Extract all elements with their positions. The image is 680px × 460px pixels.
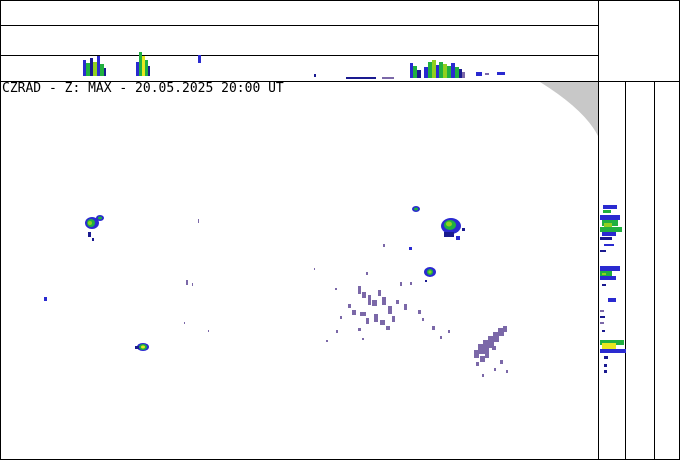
top-panel-divider-2 [0,55,598,56]
side-projection-echoes [600,205,626,373]
map-right-border [598,0,599,460]
cell-southwest [135,343,149,351]
out-of-range-area [540,82,598,136]
cell-west-small [44,297,47,301]
top-border [0,0,680,1]
cell-east [409,247,436,282]
map-top-border [0,81,680,82]
cell-northeast [412,206,465,240]
left-border [0,0,1,460]
top-panel-divider-1 [0,25,598,26]
light-echo-band [474,326,508,377]
top-projection-echoes [83,52,505,79]
side-panel-divider-1 [625,81,626,460]
light-echo-field [184,219,450,342]
map-title: CZRAD - Z: MAX - 20.05.2025 20:00 UT [2,81,284,96]
side-panel-divider-2 [654,81,655,460]
cell-northwest [85,215,104,241]
